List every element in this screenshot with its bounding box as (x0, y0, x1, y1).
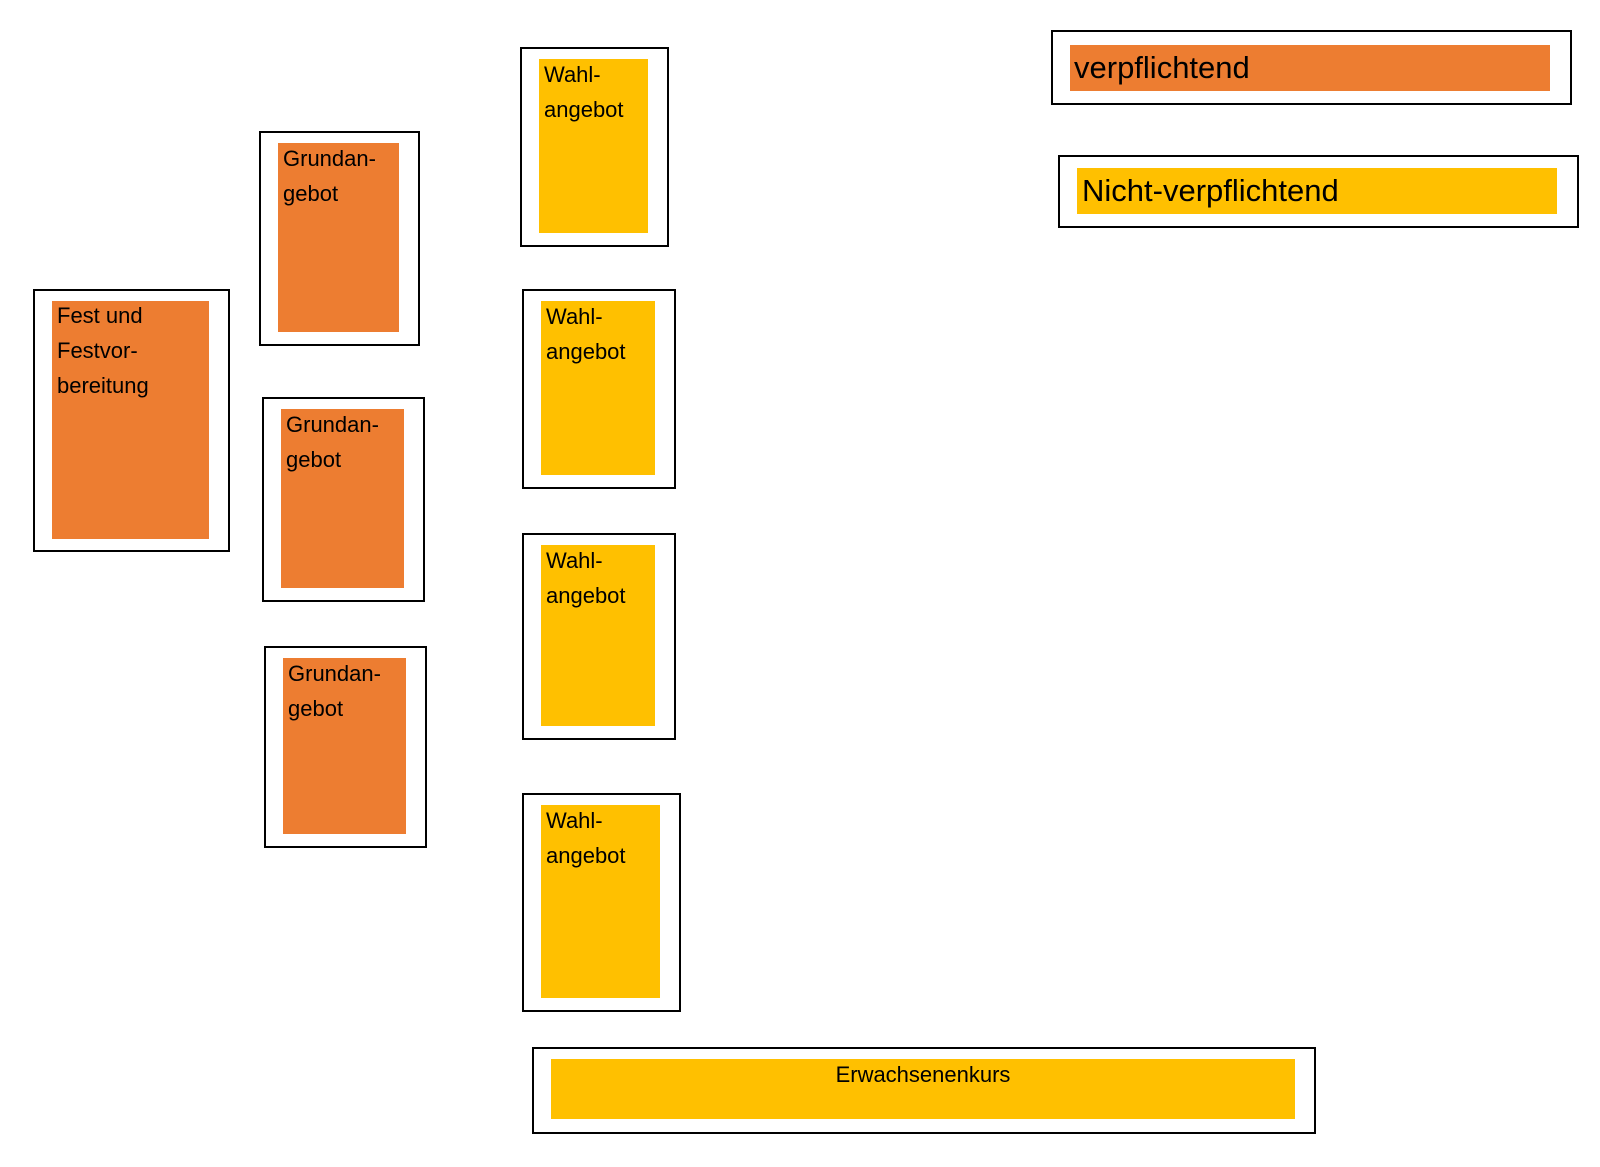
block-wahlangebot-1-label: Wahl- angebot (544, 62, 624, 122)
block-grundangebot-2 (281, 409, 404, 588)
block-grundangebot-3 (283, 658, 406, 834)
block-wahlangebot-1 (539, 59, 648, 233)
block-wahlangebot-4-label: Wahl- angebot (546, 808, 626, 868)
block-wahlangebot-2 (541, 301, 655, 475)
block-fest-label: Fest und Festvor- bereitung (57, 303, 149, 398)
block-wahlangebot-3 (541, 545, 655, 726)
block-grundangebot-1 (278, 143, 399, 332)
block-wahlangebot-3-label: Wahl- angebot (546, 548, 626, 608)
block-erwachsenenkurs (551, 1059, 1295, 1119)
block-grundangebot-2-label: Grundan- gebot (286, 412, 379, 472)
legend-mandatory-label: verpflichtend (1074, 50, 1250, 85)
block-grundangebot-3-label: Grundan- gebot (288, 661, 381, 721)
block-wahlangebot-2-label: Wahl- angebot (546, 304, 626, 364)
block-wahlangebot-4 (541, 805, 660, 998)
legend-mandatory-swatch (1070, 45, 1550, 91)
block-grundangebot-1-label: Grundan- gebot (283, 146, 376, 206)
block-erwachsenenkurs-label: Erwachsenenkurs (835, 1062, 1011, 1087)
legend-optional-label: Nicht-verpflichtend (1082, 173, 1339, 208)
block-fest (52, 301, 209, 539)
legend-optional-swatch (1077, 168, 1557, 214)
